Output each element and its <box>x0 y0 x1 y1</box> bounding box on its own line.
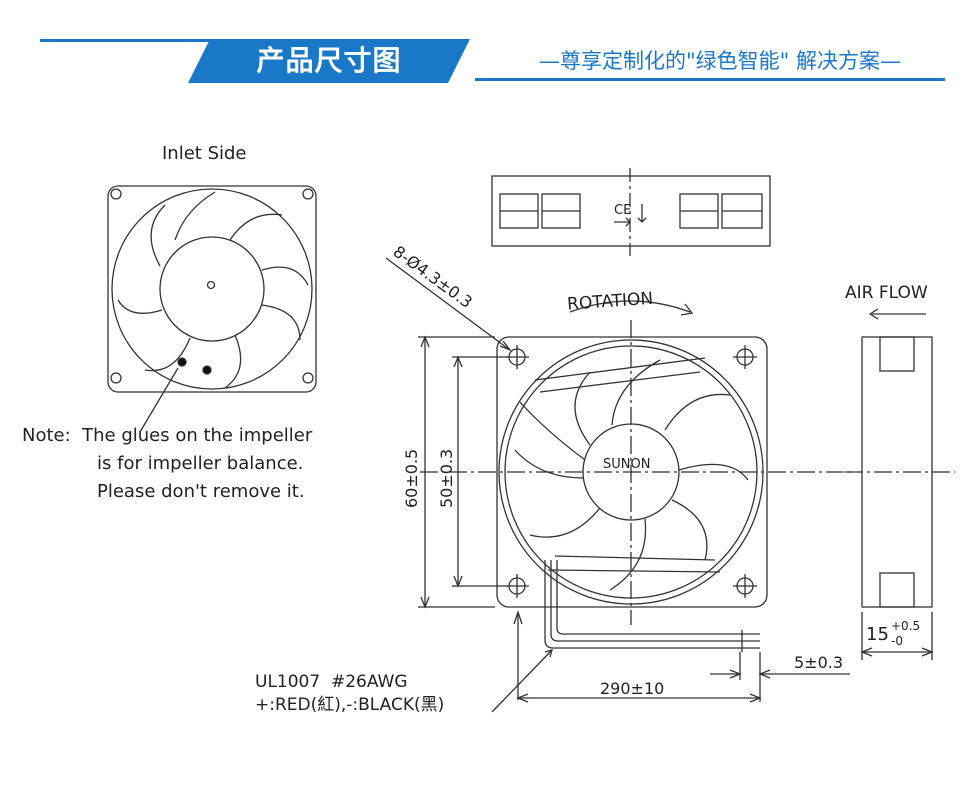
dimension-lines <box>385 257 934 713</box>
rotation-label: ROTATION <box>567 289 654 315</box>
dim-holes-label: 50±0.3 <box>437 449 456 508</box>
header-title-band <box>188 39 470 83</box>
brand-label: SUNON <box>603 457 650 472</box>
header-rule-left <box>40 39 210 42</box>
ce-mark: CE <box>614 203 631 218</box>
inlet-side-label: Inlet Side <box>162 143 247 164</box>
front-view <box>420 300 852 625</box>
dim-overall-label: 60±0.5 <box>402 449 421 508</box>
header-banner: 产品尺寸图 —尊享定制化的"绿色智能" 解决方案— <box>0 0 980 100</box>
inlet-side-view <box>107 185 317 433</box>
dim-wire-length-label: 290±10 <box>600 679 664 698</box>
note-line-1: Note: The glues on the impeller <box>22 425 313 446</box>
dim-wire-strip-label: 5±0.3 <box>794 653 843 672</box>
dim-thickness-tol-minus: -0 <box>891 634 903 648</box>
note-line-2: is for impeller balance. <box>97 453 303 474</box>
page-subtitle: —尊享定制化的"绿色智能" 解决方案— <box>539 49 901 73</box>
header-rule-right <box>475 78 945 81</box>
wire-colors-label: +:RED(紅),-:BLACK(黑) <box>255 695 444 715</box>
note-line-3: Please don't remove it. <box>97 481 305 502</box>
side-view <box>845 308 955 608</box>
air-flow-label: AIR FLOW <box>845 283 928 303</box>
wire-spec-label: UL1007 #26AWG <box>255 672 408 692</box>
page-title: 产品尺寸图 <box>256 44 402 77</box>
wire-bundle <box>544 560 760 652</box>
dim-thickness-label: 15 <box>866 624 889 645</box>
dim-thickness-tol-plus: +0.5 <box>891 619 920 633</box>
hole-spec-label: 8-Ø4.3±0.3 <box>390 242 476 312</box>
top-view <box>491 168 771 256</box>
